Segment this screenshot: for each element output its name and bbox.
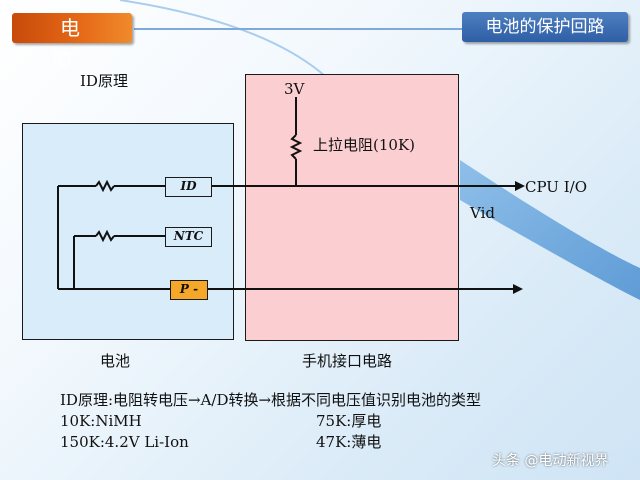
decorative-swoosh: [460, 160, 640, 300]
watermark: 头条 @电动新视界: [492, 453, 609, 469]
voltage-label: 3V: [284, 80, 305, 98]
resistance-note: 10K:NiMH: [60, 412, 142, 430]
slide-title: 电池的保护回路: [462, 12, 628, 42]
battery-caption: 电池: [100, 352, 131, 370]
arrow-p-icon: [513, 284, 523, 294]
resistance-note: 75K:厚电: [316, 412, 382, 430]
phone-circuit-caption: 手机接口电路: [302, 352, 393, 370]
id-principle-note: ID原理:电阻转电压→A/D转换→根据不同电压值识别电池的类型: [60, 391, 482, 409]
id-principle-title: ID原理: [80, 72, 128, 90]
arrow-cpu-icon: [515, 181, 525, 191]
id-resistor: [95, 179, 115, 193]
cpu-io-label: CPU I/O: [525, 178, 587, 196]
pullup-resistor-label: 上拉电阻(10K): [313, 136, 415, 154]
p-minus-block: P -: [170, 280, 208, 300]
resistance-note: 150K:4.2V Li-Ion: [60, 433, 189, 451]
ntc-resistor: [95, 229, 115, 243]
ntc-block: NTC: [165, 227, 212, 247]
id-block: ID: [165, 177, 212, 197]
pullup-resistor: [289, 134, 303, 160]
section-tag: 电 池: [12, 13, 132, 70]
resistance-note: 47K:薄电: [316, 433, 382, 451]
phone-interface-box: [245, 74, 459, 341]
vid-label: Vid: [470, 204, 495, 222]
